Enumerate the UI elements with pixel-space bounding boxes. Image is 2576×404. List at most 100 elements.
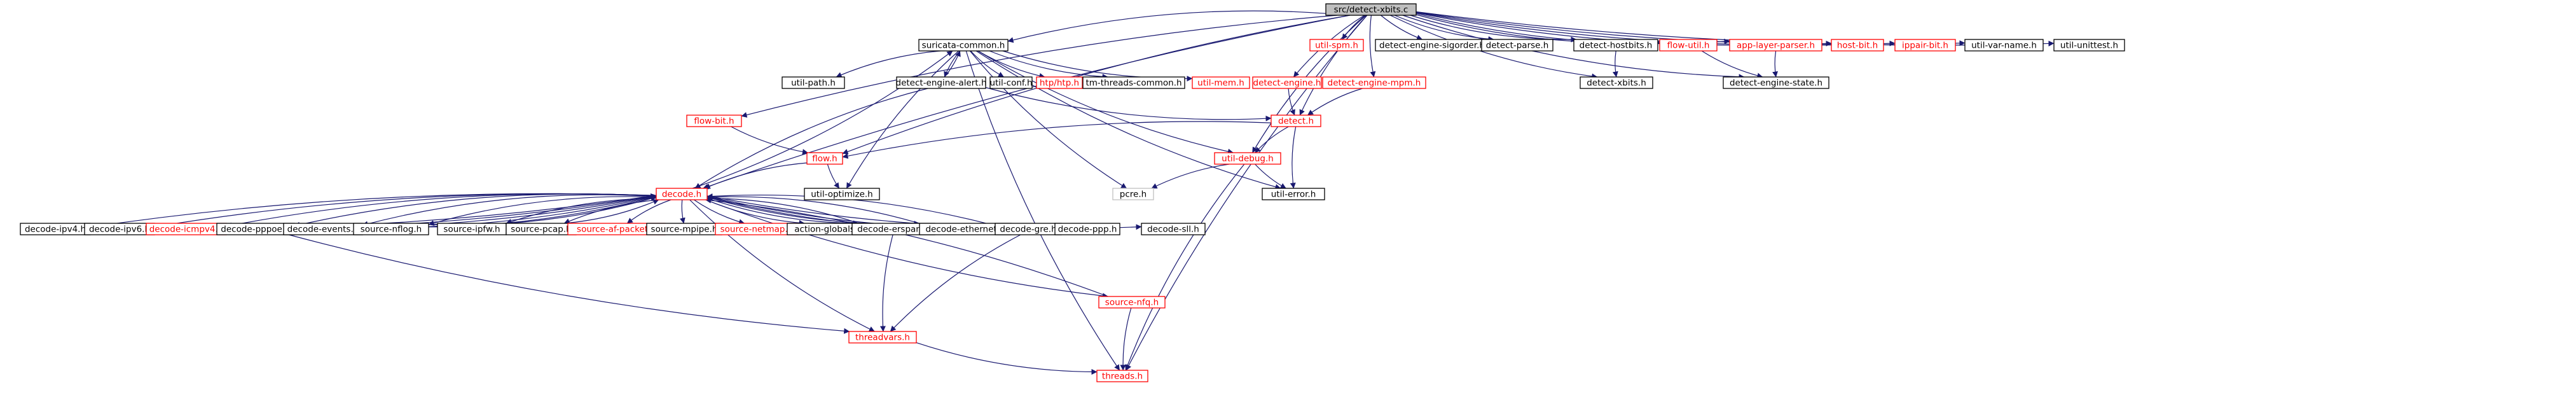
edge-flow-to-decode [704, 162, 808, 189]
node-detect-hostbits[interactable]: detect-hostbits.h [1573, 39, 1658, 52]
edge-root-to-suricata-common [1007, 10, 1326, 43]
node-box [1036, 76, 1083, 89]
node-label: source-mpipe.h [651, 225, 718, 235]
node-detect[interactable]: detect.h [1271, 115, 1321, 127]
node-source-netmap[interactable]: source-netmap.h [715, 223, 799, 235]
node-flow-bit[interactable]: flow-bit.h [686, 115, 742, 127]
node-detect-engine-mpm[interactable]: detect-engine-mpm.h [1322, 76, 1426, 89]
node-http-htp[interactable]: htp/htp.h [1036, 76, 1083, 89]
node-flow-util[interactable]: flow-util.h [1659, 39, 1718, 52]
edge-app-layer-parser-to-detect-engine-state [1772, 50, 1778, 78]
node-box [1723, 76, 1829, 89]
edge-util-debug-to-util-error [1255, 164, 1286, 189]
edge-detect-to-util-error [1290, 126, 1297, 189]
node-label: source-ipfw.h [443, 225, 500, 235]
node-label: decode-events.h [287, 225, 359, 235]
edge-root-to-decode [703, 15, 1350, 190]
edge-root-to-detect-engine-sigorder [1381, 15, 1423, 41]
node-decode-erspan[interactable]: decode-erspan.h [851, 223, 935, 235]
node-threads[interactable]: threads.h [1096, 370, 1148, 382]
edge-detect-engine-mpm-to-detect [1307, 88, 1363, 116]
node-label: detect-engine-sigorder.h [1379, 41, 1485, 51]
node-label: decode-ethernet.h [925, 225, 1005, 235]
node-decode-gre[interactable]: decode-gre.h [995, 223, 1062, 235]
node-flow[interactable]: flow.h [806, 152, 843, 165]
node-detect-xbits[interactable]: detect-xbits.h [1580, 76, 1653, 89]
node-box [1729, 39, 1822, 52]
node-label: flow-bit.h [694, 116, 734, 127]
node-box [1082, 76, 1185, 89]
node-box [989, 76, 1033, 89]
node-box [804, 188, 880, 200]
node-source-nflog[interactable]: source-nflog.h [353, 223, 429, 235]
node-source-nfq[interactable]: source-nfq.h [1098, 296, 1166, 309]
node-label: action-globals.h [794, 225, 862, 235]
edge-decode-to-source-nflog [428, 196, 657, 226]
edge-detect-engine-alert-to-decode [694, 88, 928, 189]
node-decode-ipv6[interactable]: decode-ipv6.h [84, 223, 155, 235]
node-host-bit[interactable]: host-bit.h [1831, 39, 1884, 52]
node-util-error[interactable]: util-error.h [1262, 188, 1325, 200]
node-util-debug[interactable]: util-debug.h [1214, 152, 1281, 165]
node-label: util-unittest.h [2060, 41, 2118, 51]
node-util-path[interactable]: util-path.h [782, 76, 845, 89]
node-source-pcap[interactable]: source-pcap.h [506, 223, 577, 235]
node-tm-threads-common[interactable]: tm-threads-common.h [1082, 76, 1185, 89]
node-source-ipfw[interactable]: source-ipfw.h [437, 223, 507, 235]
node-util-var-name[interactable]: util-var-name.h [1964, 39, 2044, 52]
node-decode-pppoe[interactable]: decode-pppoe.h [216, 223, 295, 235]
edge-source-nfq-to-threads [1120, 307, 1132, 371]
edges-layer [90, 10, 2055, 375]
edge-suricata-common-to-util-debug [977, 50, 1234, 155]
node-app-layer-parser[interactable]: app-layer-parser.h [1729, 39, 1822, 52]
node-box [1580, 76, 1653, 89]
node-root[interactable]: src/detect-xbits.c [1325, 3, 1417, 16]
node-util-unittest[interactable]: util-unittest.h [2053, 39, 2125, 52]
node-util-spm[interactable]: util-spm.h [1309, 39, 1364, 52]
edge-detect-to-flow [842, 121, 1272, 159]
node-source-mpipe[interactable]: source-mpipe.h [646, 223, 722, 235]
node-box [1262, 188, 1325, 200]
node-suricata-common[interactable]: suricata-common.h [918, 39, 1009, 52]
node-detect-parse[interactable]: detect-parse.h [1481, 39, 1553, 52]
node-label: suricata-common.h [922, 41, 1005, 51]
node-util-mem[interactable]: util-mem.h [1192, 76, 1250, 89]
node-decode-ipv4[interactable]: decode-ipv4.h [20, 223, 91, 235]
edge-suricata-common-to-pcre [969, 50, 1127, 189]
node-box [1252, 76, 1322, 89]
node-label: util-error.h [1271, 190, 1316, 200]
node-box [806, 152, 843, 165]
edge-suricata-common-to-util-conf [970, 50, 1004, 78]
edge-decode-to-source-netmap [693, 199, 745, 225]
node-decode-icmpv4[interactable]: decode-icmpv4.h [146, 223, 227, 235]
node-decode-sll[interactable]: decode-sll.h [1141, 223, 1206, 235]
edge-decode-to-source-nfq [705, 199, 1108, 299]
node-label: source-pcap.h [511, 225, 571, 235]
edge-threadvars-to-threads [916, 342, 1098, 375]
edge-util-debug-to-pcre [1151, 164, 1230, 189]
edge-detect-engine-to-detect [1288, 88, 1295, 116]
node-box [1964, 39, 2044, 52]
node-util-conf[interactable]: util-conf.h [989, 76, 1033, 89]
node-label: flow-util.h [1667, 41, 1710, 51]
node-decode-ethernet[interactable]: decode-ethernet.h [919, 223, 1012, 235]
edge-source-pcap-to-decode [564, 199, 659, 224]
node-label: detect-hostbits.h [1580, 41, 1653, 51]
node-detect-engine-state[interactable]: detect-engine-state.h [1723, 76, 1829, 89]
edge-suricata-common-to-util-path [836, 50, 941, 78]
node-label: decode-gre.h [1000, 225, 1056, 235]
node-detect-engine-alert[interactable]: detect-engine-alert.h [896, 76, 987, 89]
node-decode[interactable]: decode.h [656, 188, 708, 200]
node-threadvars[interactable]: threadvars.h [848, 331, 917, 344]
edge-root-to-detect-hostbits [1410, 15, 1577, 43]
node-detect-engine-sigorder[interactable]: detect-engine-sigorder.h [1375, 39, 1489, 52]
node-action-globals[interactable]: action-globals.h [787, 223, 871, 235]
node-ippair-bit[interactable]: ippair-bit.h [1894, 39, 1956, 52]
node-box [686, 115, 742, 127]
node-util-optimize[interactable]: util-optimize.h [804, 188, 880, 200]
edge-root-to-util-spm [1342, 15, 1366, 40]
node-label: decode-ipv6.h [89, 225, 150, 235]
node-decode-events[interactable]: decode-events.h [283, 223, 363, 235]
node-detect-engine[interactable]: detect-engine.h [1252, 76, 1322, 89]
node-decode-ppp[interactable]: decode-ppp.h [1054, 223, 1120, 235]
